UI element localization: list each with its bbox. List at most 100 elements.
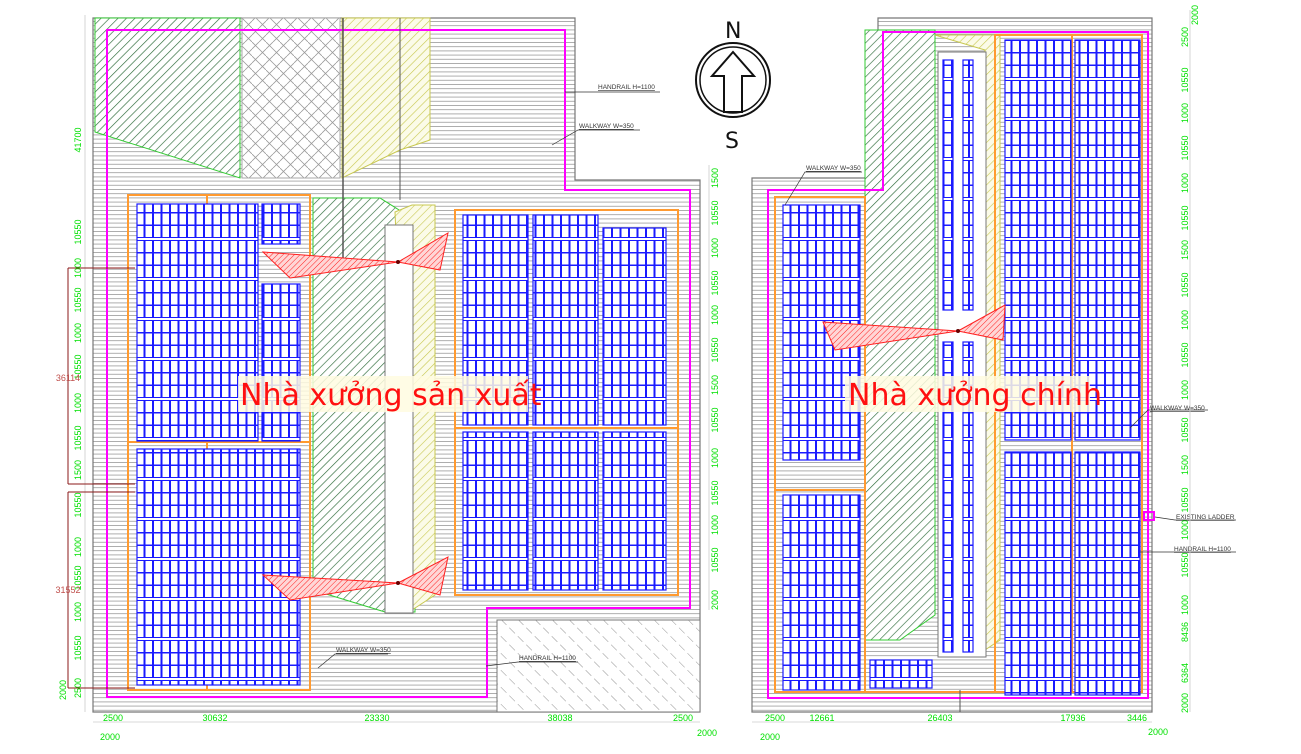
dimension-label: 1000 [1180,380,1190,400]
dimension-label: 2000 [100,732,120,742]
dimension-label: 2000 [1180,693,1190,713]
north-arrow-compass: N S [695,19,771,154]
dimension-label: 2000 [710,590,720,610]
solar-panel-array [532,214,599,426]
paved-zone [241,17,341,179]
dimension-label: 10550 [710,337,720,362]
annotation-existing-ladder: EXISTING LADDER [1176,514,1235,521]
solar-panel-array [136,203,259,442]
solar-panel-array [942,59,954,311]
walkway-strip [384,224,414,614]
dimension-label: 1000 [1180,103,1190,123]
solar-panel-array [869,659,933,689]
sector-origin [396,260,400,264]
green-hatch-zone [94,17,241,179]
solar-panel-array [1074,39,1141,441]
dimension-label: 2500 [673,713,693,723]
dimension-label: 2000 [1148,727,1168,737]
solar-panel-array [962,341,974,653]
dimension-label: 10550 [73,219,83,244]
dimension-label: 17936 [1060,713,1085,723]
dimension-label: 1000 [710,238,720,258]
annotation-walkway: WALKWAY W=350 [579,123,634,130]
solar-panel-array [602,431,667,591]
dimension-label: 10550 [1180,135,1190,160]
annotations [317,91,1236,669]
dimension-label: 1000 [73,258,83,278]
dimension-label: 10550 [1180,487,1190,512]
handrail-line [767,31,1149,699]
sector-origin [396,581,400,585]
sector-origin [956,329,960,333]
dimension-label: 1000 [73,323,83,343]
dimension-label: 10550 [710,200,720,225]
compass-south-label: S [725,129,739,154]
building-title-right: Nhà xưởng chính [848,378,1102,413]
dimension-label: 36114 [56,373,80,383]
dimension-label: 10550 [73,425,83,450]
dimension-label: 1000 [1180,310,1190,330]
dimension-label: 10550 [710,480,720,505]
dimension-label: 1500 [1180,240,1190,260]
dimension-label: 10550 [1180,417,1190,442]
array-frame [774,196,866,693]
dimension-label: 10550 [710,547,720,572]
dimension-label: 10550 [73,635,83,660]
dimension-label: 10550 [1180,342,1190,367]
dimension-label: 10550 [73,287,83,312]
dimension-label: 1000 [73,393,83,413]
dimension-label: 26403 [927,713,952,723]
dimension-label: 6364 [1180,663,1190,683]
dimension-label: 1000 [1180,595,1190,615]
annotation-walkway: WALKWAY W=350 [336,647,391,654]
shading-sector [261,231,449,279]
dimension-label: 2500 [1180,27,1190,47]
annotation-handrail: HANDRAIL H=1100 [1174,546,1231,553]
dimension-label: 10550 [1180,67,1190,92]
handrail-line [106,29,691,698]
dimension-label: 1500 [1180,455,1190,475]
dimension-label: 1000 [710,448,720,468]
dimension-label: 2000 [760,732,780,742]
solar-panel-array [462,431,529,591]
dimension-label: 31552 [55,585,80,595]
dimension-label: 41700 [73,127,83,152]
dimension-label: 2000 [58,680,68,700]
dimension-label: 10550 [710,270,720,295]
dimension-label: 10550 [1180,205,1190,230]
dimension-label: 10550 [1180,552,1190,577]
hatched-zone-bottom-right [496,619,701,713]
compass-north-label: N [725,19,741,44]
solar-panel-array [136,448,301,686]
dimension-label: 10550 [710,407,720,432]
solar-panel-array [602,227,667,426]
dimension-label: 1000 [710,305,720,325]
dimension-label: 30632 [202,713,227,723]
building-title-left: Nhà xưởng sản xuất [240,378,542,413]
dimension-label: 1000 [73,537,83,557]
annotation-handrail: HANDRAIL H=1100 [519,655,576,662]
solar-panel-array [261,283,301,442]
dimension-label: 1500 [710,375,720,395]
solar-panel-array [962,59,974,311]
annotation-handrail: HANDRAIL H=1100 [598,84,655,91]
dimension-label: 38038 [547,713,572,723]
solar-panel-array [782,494,861,691]
dimension-label: 10550 [73,565,83,590]
arrow-up-icon [709,50,757,113]
dimension-label: 10550 [1180,272,1190,297]
dimension-label: 10550 [73,492,83,517]
shading-sector [822,304,1006,351]
solar-panel-array [942,341,954,653]
dimension-labels: 41700 10550 1000 10550 1000 10550 1000 10550 150… [55,5,1200,742]
dimension-label: 12661 [809,713,834,723]
dimension-label: 2500 [103,713,123,723]
solar-panel-array [1004,451,1072,696]
solar-panel-array [261,203,301,245]
shading-sectors [261,231,1006,601]
annotation-walkway: WALKWAY W=350 [1150,405,1205,412]
solar-panel-array [1004,39,1072,441]
existing-ladder-marker [1143,511,1155,521]
dimension-label: 10550 [73,354,83,379]
